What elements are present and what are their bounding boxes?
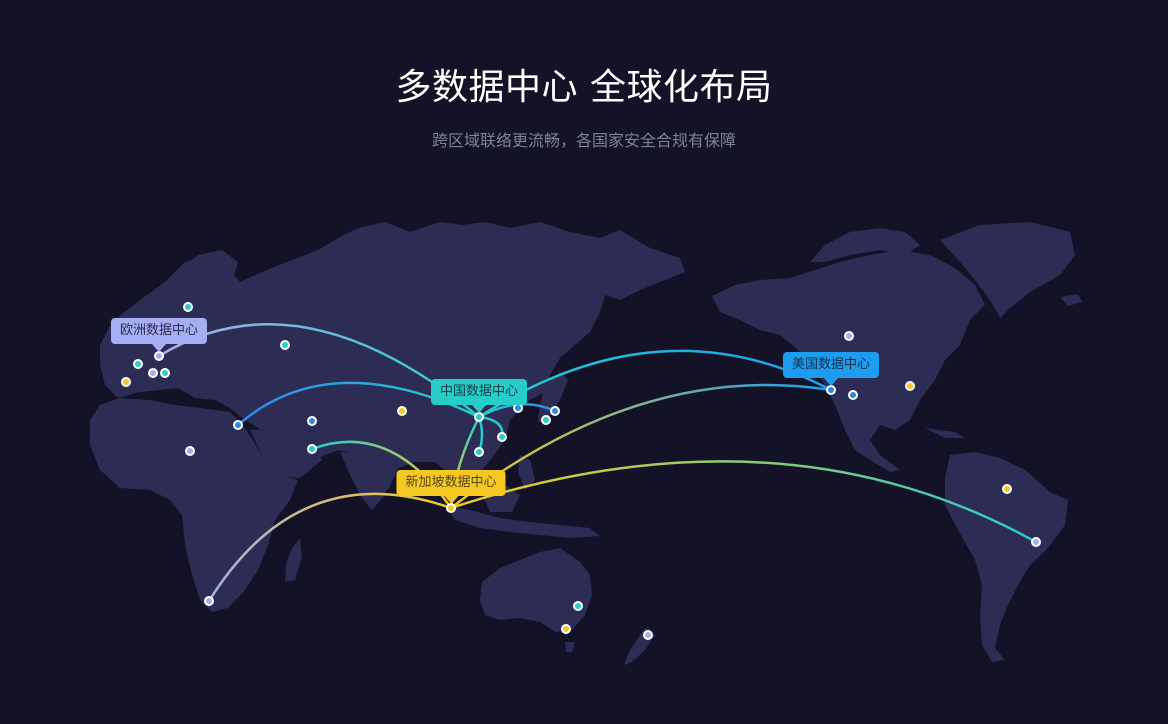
- location-node[interactable]: [1031, 537, 1041, 547]
- landmass-iceland: [1060, 294, 1082, 306]
- location-node[interactable]: [474, 447, 484, 457]
- location-node[interactable]: [573, 601, 583, 611]
- location-node[interactable]: [1002, 484, 1012, 494]
- landmass-eurasia: [100, 222, 685, 490]
- page-title: 多数据中心 全球化布局: [395, 67, 773, 108]
- location-node[interactable]: [183, 302, 193, 312]
- location-node[interactable]: [185, 446, 195, 456]
- route-arc-sg-safrica: [207, 492, 453, 603]
- location-node[interactable]: [307, 444, 317, 454]
- landmass-africa: [90, 398, 298, 612]
- landmass-india: [340, 452, 395, 510]
- location-node[interactable]: [848, 390, 858, 400]
- location-node[interactable]: [397, 406, 407, 416]
- location-node[interactable]: [550, 406, 560, 416]
- landmass-philippines: [518, 455, 535, 490]
- location-node[interactable]: [204, 596, 214, 606]
- location-node[interactable]: [280, 340, 290, 350]
- datacenter-label-singapore[interactable]: 新加坡数据中心: [396, 470, 506, 504]
- landmass-japan: [538, 372, 568, 422]
- location-node[interactable]: [133, 359, 143, 369]
- landmass-scandinavia: [168, 250, 238, 318]
- route-arc-sg-brazil: [449, 460, 1038, 544]
- landmass-tasmania: [565, 642, 575, 652]
- location-node[interactable]: [154, 351, 164, 361]
- landmass-arctic-islands: [810, 228, 920, 262]
- continents: [90, 222, 1082, 665]
- datacenter-label-europe[interactable]: 欧洲数据中心: [110, 318, 208, 352]
- location-node[interactable]: [905, 381, 915, 391]
- landmass-australia: [480, 548, 592, 632]
- location-node[interactable]: [497, 432, 507, 442]
- location-node[interactable]: [160, 368, 170, 378]
- location-node[interactable]: [826, 385, 836, 395]
- landmass-caribbean: [925, 428, 965, 438]
- location-node[interactable]: [643, 630, 653, 640]
- landmass-madagascar: [285, 538, 302, 582]
- location-node[interactable]: [474, 412, 484, 422]
- location-node[interactable]: [233, 420, 243, 430]
- landmass-south-america: [945, 452, 1068, 662]
- landmass-greenland: [940, 222, 1075, 318]
- landmass-indonesia: [445, 505, 600, 538]
- location-node[interactable]: [121, 377, 131, 387]
- location-node[interactable]: [307, 416, 317, 426]
- landmass-arabia: [250, 428, 322, 478]
- datacenter-label-usa[interactable]: 美国数据中心: [782, 352, 880, 386]
- datacenter-label-china[interactable]: 中国数据中心: [430, 379, 528, 413]
- location-node[interactable]: [541, 415, 551, 425]
- location-node[interactable]: [844, 331, 854, 341]
- location-node[interactable]: [148, 368, 158, 378]
- location-node[interactable]: [446, 503, 456, 513]
- location-node[interactable]: [561, 624, 571, 634]
- page-subtitle: 跨区域联络更流畅，各国家安全合规有保障: [431, 131, 736, 150]
